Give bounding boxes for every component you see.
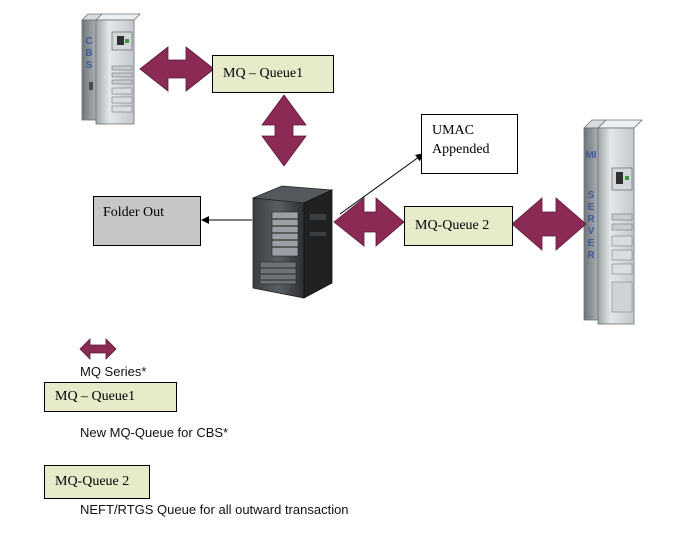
legend-mq-series-arrow xyxy=(79,338,117,360)
mq-queue2-label: MQ-Queue 2 xyxy=(415,218,490,233)
umac-line2: Appended xyxy=(432,142,490,157)
central-server-icon xyxy=(252,185,334,299)
legend-mq-series-text: MQ Series* xyxy=(80,364,147,379)
cbs-server-icon xyxy=(81,13,141,125)
mq-queue2-box: MQ-Queue 2 xyxy=(404,206,513,246)
server-queue2-arrow xyxy=(333,197,405,247)
cbs-label: CBS xyxy=(85,36,93,71)
folder-out-box: Folder Out xyxy=(93,196,201,246)
umac-appended-box: UMAC Appended xyxy=(421,114,518,174)
queue1-server-arrow xyxy=(261,94,307,167)
legend-queue1-box: MQ – Queue1 xyxy=(44,382,177,412)
mi-server-icon xyxy=(583,119,643,325)
legend-queue1-desc: New MQ-Queue for CBS* xyxy=(80,425,229,440)
mq-queue1-label: MQ – Queue1 xyxy=(223,66,304,81)
server-umac-arrow xyxy=(339,153,424,215)
legend-queue2-label: MQ-Queue 2 xyxy=(55,474,130,489)
server-label: SERVER xyxy=(587,190,595,261)
queue2-mi-arrow xyxy=(511,197,587,251)
legend-queue2-box: MQ-Queue 2 xyxy=(44,465,150,499)
legend-queue2-desc: NEFT/RTGS Queue for all outward transact… xyxy=(80,502,349,517)
cbs-queue1-arrow xyxy=(139,46,215,92)
legend-queue1-label: MQ – Queue1 xyxy=(55,389,136,404)
mi-label: MI xyxy=(585,150,597,161)
umac-line1: UMAC xyxy=(432,123,475,138)
folder-out-label: Folder Out xyxy=(103,205,165,220)
mq-queue1-box: MQ – Queue1 xyxy=(212,55,334,93)
